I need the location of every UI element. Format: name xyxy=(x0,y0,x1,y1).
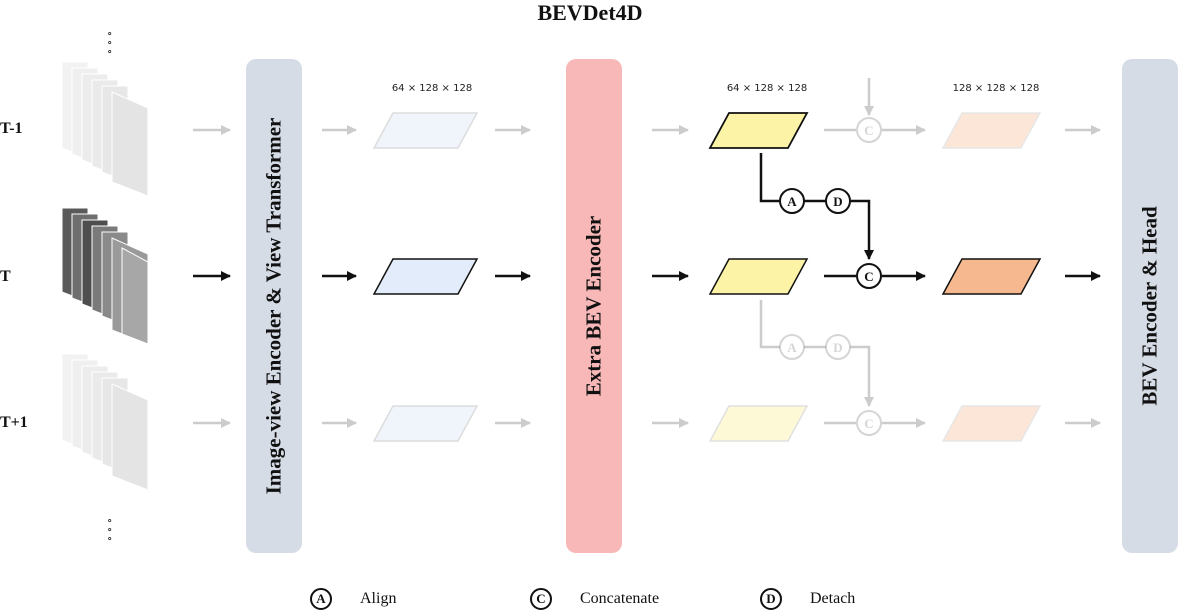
concat-symbol-icon: C xyxy=(530,588,552,610)
image-frame xyxy=(81,73,109,171)
fusion-path-from-t-minus-1 xyxy=(759,153,874,260)
concat-op-t-plus-1: C xyxy=(856,410,882,436)
ellipsis-bottom: ∘∘∘ xyxy=(107,515,113,545)
image-frame xyxy=(121,247,149,345)
image-stack-t xyxy=(61,207,149,345)
diagram-title: BEVDet4D xyxy=(537,0,643,25)
detach-op-faded: D xyxy=(825,334,851,360)
svg-text:D: D xyxy=(833,340,842,355)
image-frame xyxy=(61,61,89,159)
image-frame xyxy=(71,359,99,457)
extra-bev-encoder-label: Extra BEV Encoder xyxy=(581,215,606,397)
bev-feature-t xyxy=(708,258,809,295)
image-view-encoder-label: Image-view Encoder & View Transformer xyxy=(261,117,286,495)
arrows-row-t-minus-1 xyxy=(193,78,1101,135)
svg-text:A: A xyxy=(787,340,797,355)
fused-feature-t-plus-1 xyxy=(941,405,1042,442)
bev-encoder-head-block: BEV Encoder & Head xyxy=(1122,59,1178,553)
align-op-faded: A xyxy=(779,334,805,360)
legend-label: Detach xyxy=(810,590,856,607)
image-frame xyxy=(71,67,99,165)
dim-label-bev-features: 64 × 128 × 128 xyxy=(726,83,808,94)
svg-text:C: C xyxy=(864,269,873,284)
image-frame xyxy=(61,353,89,451)
svg-text:A: A xyxy=(787,194,797,209)
legend-detach: D Detach xyxy=(760,588,855,610)
feature-map-t-plus-1 xyxy=(372,405,479,442)
fused-feature-t xyxy=(941,258,1042,295)
legend-align: A Align xyxy=(310,588,396,610)
dim-label-fused-features: 128 × 128 × 128 xyxy=(952,83,1040,94)
legend-concatenate: C Concatenate xyxy=(530,588,659,610)
image-frame xyxy=(81,365,109,463)
image-view-encoder-block: Image-view Encoder & View Transformer xyxy=(246,59,302,553)
image-stack-t-plus-1 xyxy=(61,353,149,491)
svg-text:C: C xyxy=(864,123,873,138)
bev-feature-t-plus-1 xyxy=(708,405,809,442)
bev-encoder-head-label: BEV Encoder & Head xyxy=(1137,206,1162,406)
image-frame xyxy=(91,371,119,469)
row-label-t-plus-1: T+1 xyxy=(0,414,28,431)
align-symbol-icon: A xyxy=(310,588,332,610)
bev-feature-t-minus-1 xyxy=(708,112,809,149)
row-label-t: T xyxy=(0,268,11,285)
feature-map-t xyxy=(372,258,479,295)
image-frame xyxy=(111,91,149,197)
image-frame xyxy=(101,377,129,475)
fused-feature-t-minus-1 xyxy=(941,112,1042,149)
image-frame xyxy=(111,383,149,491)
concat-op-t: C xyxy=(856,263,882,289)
legend-label: Align xyxy=(360,590,397,607)
image-frame xyxy=(91,79,119,177)
feature-map-t-minus-1 xyxy=(372,112,479,149)
ellipsis-top: ∘∘∘ xyxy=(107,28,113,58)
svg-text:D: D xyxy=(833,194,842,209)
dim-label-image-features: 64 × 128 × 128 xyxy=(391,83,473,94)
image-frame xyxy=(101,85,129,183)
align-op-active: A xyxy=(779,188,805,214)
detach-symbol-icon: D xyxy=(760,588,782,610)
svg-text:C: C xyxy=(864,416,873,431)
extra-bev-encoder-block: Extra BEV Encoder xyxy=(566,59,622,553)
concat-op-t-minus-1: C xyxy=(856,117,882,143)
fusion-path-from-t xyxy=(759,300,874,407)
legend-label: Concatenate xyxy=(580,590,660,607)
detach-op-active: D xyxy=(825,188,851,214)
row-label-t-minus-1: T-1 xyxy=(0,120,23,137)
image-stack-t-minus-1 xyxy=(61,61,149,197)
